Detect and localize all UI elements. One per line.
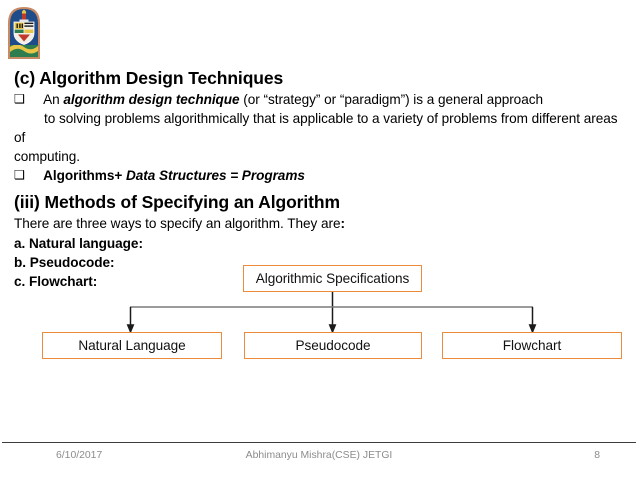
- flowchart-node-pseudocode[interactable]: Pseudocode: [244, 332, 422, 359]
- bullet1-italic: algorithm design technique: [63, 92, 240, 108]
- method-item-b: b. Pseudocode:: [14, 254, 115, 270]
- bullet1-line3: computing.: [14, 148, 80, 164]
- bullet2-italic: Data Structures = Programs: [125, 168, 305, 184]
- intro-colon: :: [340, 216, 345, 232]
- bullet1-line2-text: to solving problems algorithmically that…: [14, 111, 618, 145]
- intro-three-ways: There are three ways to specify an algor…: [14, 214, 626, 233]
- bullet1-post: (or “strategy” or “paradigm”) is a gener…: [239, 92, 543, 108]
- bullet2-bold: Algorithms+: [43, 168, 126, 184]
- flowchart-node-natural-language[interactable]: Natural Language: [42, 332, 222, 359]
- intro-text: There are three ways to specify an algor…: [14, 216, 341, 232]
- footer-divider: [2, 442, 636, 443]
- bullet1-pre: An: [43, 92, 64, 108]
- bullet-algorithm-design-technique: ❑ An algorithm design technique (or “stra…: [14, 90, 626, 110]
- checkbox-bullet-icon: ❑: [14, 91, 26, 107]
- slide-footer: 6/10/2017 Abhimanyu Mishra(CSE) JETGI 8: [0, 448, 638, 468]
- footer-page-number: 8: [594, 450, 600, 461]
- checkbox-bullet-icon-2: ❑: [14, 167, 26, 183]
- slide-body: (c) Algorithm Design Techniques ❑ An algo…: [14, 68, 626, 291]
- method-item-c: c. Flowchart:: [14, 273, 98, 289]
- heading-methods-of-specifying: (iii) Methods of Specifying an Algorithm: [14, 192, 340, 213]
- bullet1-line2: to solving problems algorithmically that…: [14, 110, 626, 148]
- footer-author: Abhimanyu Mishra(CSE) JETGI: [245, 450, 393, 461]
- flowchart-node-algorithmic-specifications[interactable]: Algorithmic Specifications: [243, 265, 422, 292]
- flowchart-node-flowchart[interactable]: Flowchart: [442, 332, 622, 359]
- footer-date: 6/10/2017: [56, 450, 103, 461]
- bullet-algorithms-data-structures: ❑ Algorithms+ Data Structures = Programs: [14, 166, 626, 186]
- heading-algorithm-design-techniques: (c) Algorithm Design Techniques: [14, 68, 284, 88]
- college-crest-logo: [5, 3, 43, 63]
- method-item-a: a. Natural language:: [14, 235, 143, 251]
